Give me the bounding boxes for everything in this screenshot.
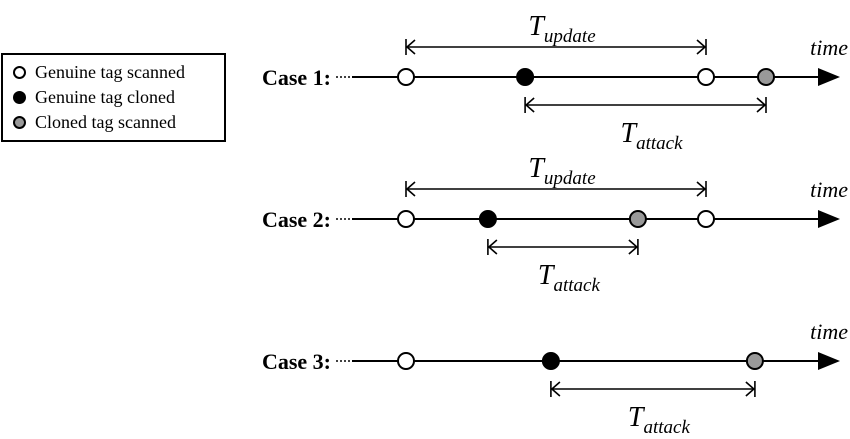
arrowhead-right-icon: [628, 239, 639, 255]
time-arrow-icon: [818, 68, 840, 86]
arrowhead-left-icon: [550, 381, 561, 397]
arrowhead-right-icon: [756, 97, 767, 113]
arrowhead-left-icon: [524, 97, 535, 113]
time-label: time: [810, 177, 848, 202]
legend-label: Cloned tag scanned: [35, 111, 176, 132]
event-genuine-cloned-marker: [516, 68, 535, 86]
interval-update-arrow: [405, 181, 707, 197]
event-genuine-scanned-marker: [397, 210, 415, 228]
interval-update-arrow: [405, 39, 707, 55]
gray-circle-icon: [13, 115, 26, 129]
arrowhead-left-icon: [405, 39, 416, 55]
event-genuine-scanned-marker: [697, 210, 715, 228]
event-genuine-cloned-marker: [541, 352, 560, 370]
event-cloned-scanned-marker: [628, 210, 647, 228]
interval-label-attack: Tattack: [621, 118, 684, 154]
case-1-timeline: Case 1: time: [262, 35, 848, 90]
event-genuine-scanned-marker: [697, 68, 715, 86]
interval-label-attack: Tattack: [628, 402, 691, 438]
arrowhead-right-icon: [696, 39, 707, 55]
case-3-timeline: Case 3: time: [262, 319, 848, 374]
interval-attack-arrow: [550, 381, 756, 397]
time-label: time: [810, 319, 848, 344]
legend: Genuine tag scanned Genuine tag cloned C…: [1, 53, 226, 142]
case-label: Case 1:: [262, 65, 331, 90]
time-arrow-icon: [818, 352, 840, 370]
case-2-timeline: Case 2: time: [262, 177, 848, 232]
legend-item-genuine-scanned: Genuine tag scanned: [13, 61, 185, 83]
interval-attack-arrow: [524, 97, 767, 113]
legend-item-cloned-scanned: Cloned tag scanned: [13, 111, 176, 133]
interval-symbol: T: [621, 118, 639, 149]
arrowhead-right-icon: [696, 181, 707, 197]
arrowhead-right-icon: [745, 381, 756, 397]
arrowhead-left-icon: [405, 181, 416, 197]
event-genuine-scanned-marker: [397, 68, 415, 86]
arrowhead-left-icon: [487, 239, 498, 255]
case-label: Case 3:: [262, 349, 331, 374]
event-cloned-scanned-marker: [757, 68, 775, 86]
open-circle-icon: [13, 65, 26, 79]
interval-label-attack: Tattack: [538, 260, 601, 296]
interval-subscript: attack: [643, 417, 690, 438]
interval-attack-arrow: [487, 239, 639, 255]
interval-subscript: update: [544, 26, 596, 47]
case-label: Case 2:: [262, 207, 331, 232]
interval-subscript: attack: [553, 275, 600, 296]
legend-label: Genuine tag cloned: [35, 86, 175, 107]
time-label: time: [810, 35, 848, 60]
interval-symbol: T: [538, 260, 556, 291]
interval-symbol: T: [528, 153, 546, 184]
filled-circle-icon: [13, 90, 26, 104]
time-arrow-icon: [818, 210, 840, 228]
interval-subscript: attack: [636, 133, 683, 154]
legend-label: Genuine tag scanned: [35, 61, 185, 82]
event-genuine-cloned-marker: [478, 210, 497, 228]
interval-symbol: T: [528, 11, 546, 42]
interval-label-update: Tupdate: [528, 11, 595, 47]
interval-symbol: T: [628, 402, 646, 433]
event-genuine-scanned-marker: [397, 352, 415, 370]
interval-label-update: Tupdate: [528, 153, 595, 189]
interval-subscript: update: [544, 168, 596, 189]
event-cloned-scanned-marker: [745, 352, 764, 370]
legend-item-genuine-cloned: Genuine tag cloned: [13, 86, 175, 108]
